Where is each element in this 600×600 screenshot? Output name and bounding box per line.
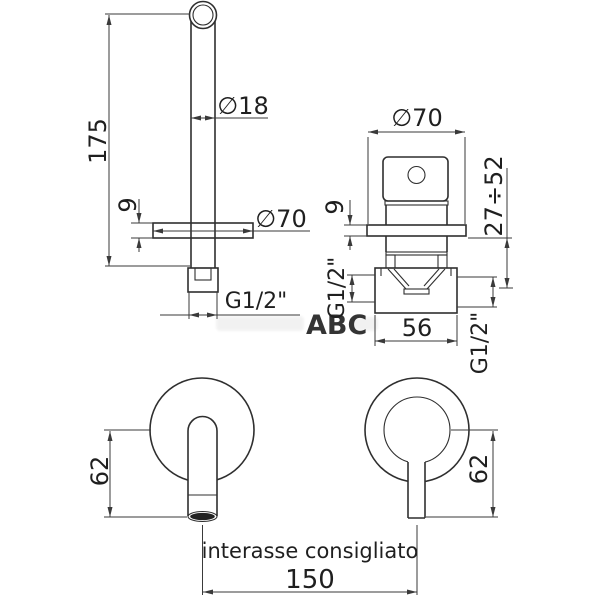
label-spout-height: 175 [84, 118, 112, 164]
label-spout-flange-thickness: 9 [114, 197, 142, 212]
spout-tip-aerator [190, 512, 215, 521]
mixer-front-view [364, 377, 470, 519]
handle-base-ring [384, 200, 449, 206]
label-spout-diameter: ∅18 [217, 92, 268, 120]
mixer-handle [382, 156, 449, 202]
dim-spout-height: 175 [84, 13, 190, 267]
spout-side-view [152, 0, 254, 293]
label-mixer-flange-thickness: 9 [321, 199, 349, 214]
label-spout-flange-diameter: ∅70 [255, 205, 306, 233]
label-mixer-outlet: G1/2" [468, 312, 493, 375]
watermark-smudge-left [216, 316, 304, 331]
label-mixer-depth-range: 27÷52 [480, 155, 508, 236]
spout-front-tube [187, 415, 218, 432]
spacing-dimension: interasse consigliato 150 [202, 525, 419, 595]
label-spacing-value: 150 [285, 565, 335, 595]
watermark: ABC [216, 310, 378, 341]
label-spout-drop: 62 [86, 456, 114, 487]
cartridge-post [385, 254, 396, 269]
spout-front-view [149, 377, 255, 523]
aerator-circle [188, 0, 218, 30]
dim-mixer-outlet: G1/2" [457, 276, 497, 375]
label-spout-connection: G1/2" [225, 289, 288, 314]
spout-tip [187, 510, 218, 523]
dim-spout-flange-thickness: 9 [114, 197, 153, 252]
connector-notch [194, 267, 212, 281]
mixer-side-view [366, 156, 467, 314]
dim-spout-diameter: ∅18 [191, 92, 269, 121]
cartridge-nut [385, 251, 448, 256]
dim-mixer-flange-diameter: ∅70 [367, 104, 466, 224]
mixer-wall-flange [366, 224, 467, 237]
dim-spout-drop: 62 [86, 429, 187, 518]
watermark-smudge-right [352, 317, 378, 331]
label-spacing-note: interasse consigliato [202, 539, 419, 563]
label-handle-drop: 62 [465, 454, 493, 485]
dim-spout-flange-diameter: ∅70 [153, 205, 310, 234]
aerator-mesh [192, 4, 214, 26]
dim-handle-drop: 62 [426, 429, 498, 518]
dim-spout-connection: G1/2" [160, 289, 300, 319]
dim-mixer-flange-thickness: 9 [321, 199, 367, 250]
label-mixer-flange-diameter: ∅70 [391, 104, 442, 132]
label-mixer-inlet: G1/2" [325, 257, 350, 320]
valve-funnel [426, 268, 446, 290]
label-mixer-body-width: 56 [402, 314, 433, 342]
valve-seat [403, 288, 430, 295]
cartridge-post [437, 254, 448, 269]
dim-mixer-depth-range: 27÷52 [468, 155, 513, 289]
mixer-cartridge-body [374, 267, 458, 314]
watermark-abc-text: ABC [306, 310, 367, 341]
dim-mixer-body-width: 56 [374, 314, 458, 346]
handle-screw-cap [407, 165, 426, 185]
dim-mixer-inlet: G1/2" [325, 257, 375, 320]
valve-funnel [387, 268, 407, 290]
